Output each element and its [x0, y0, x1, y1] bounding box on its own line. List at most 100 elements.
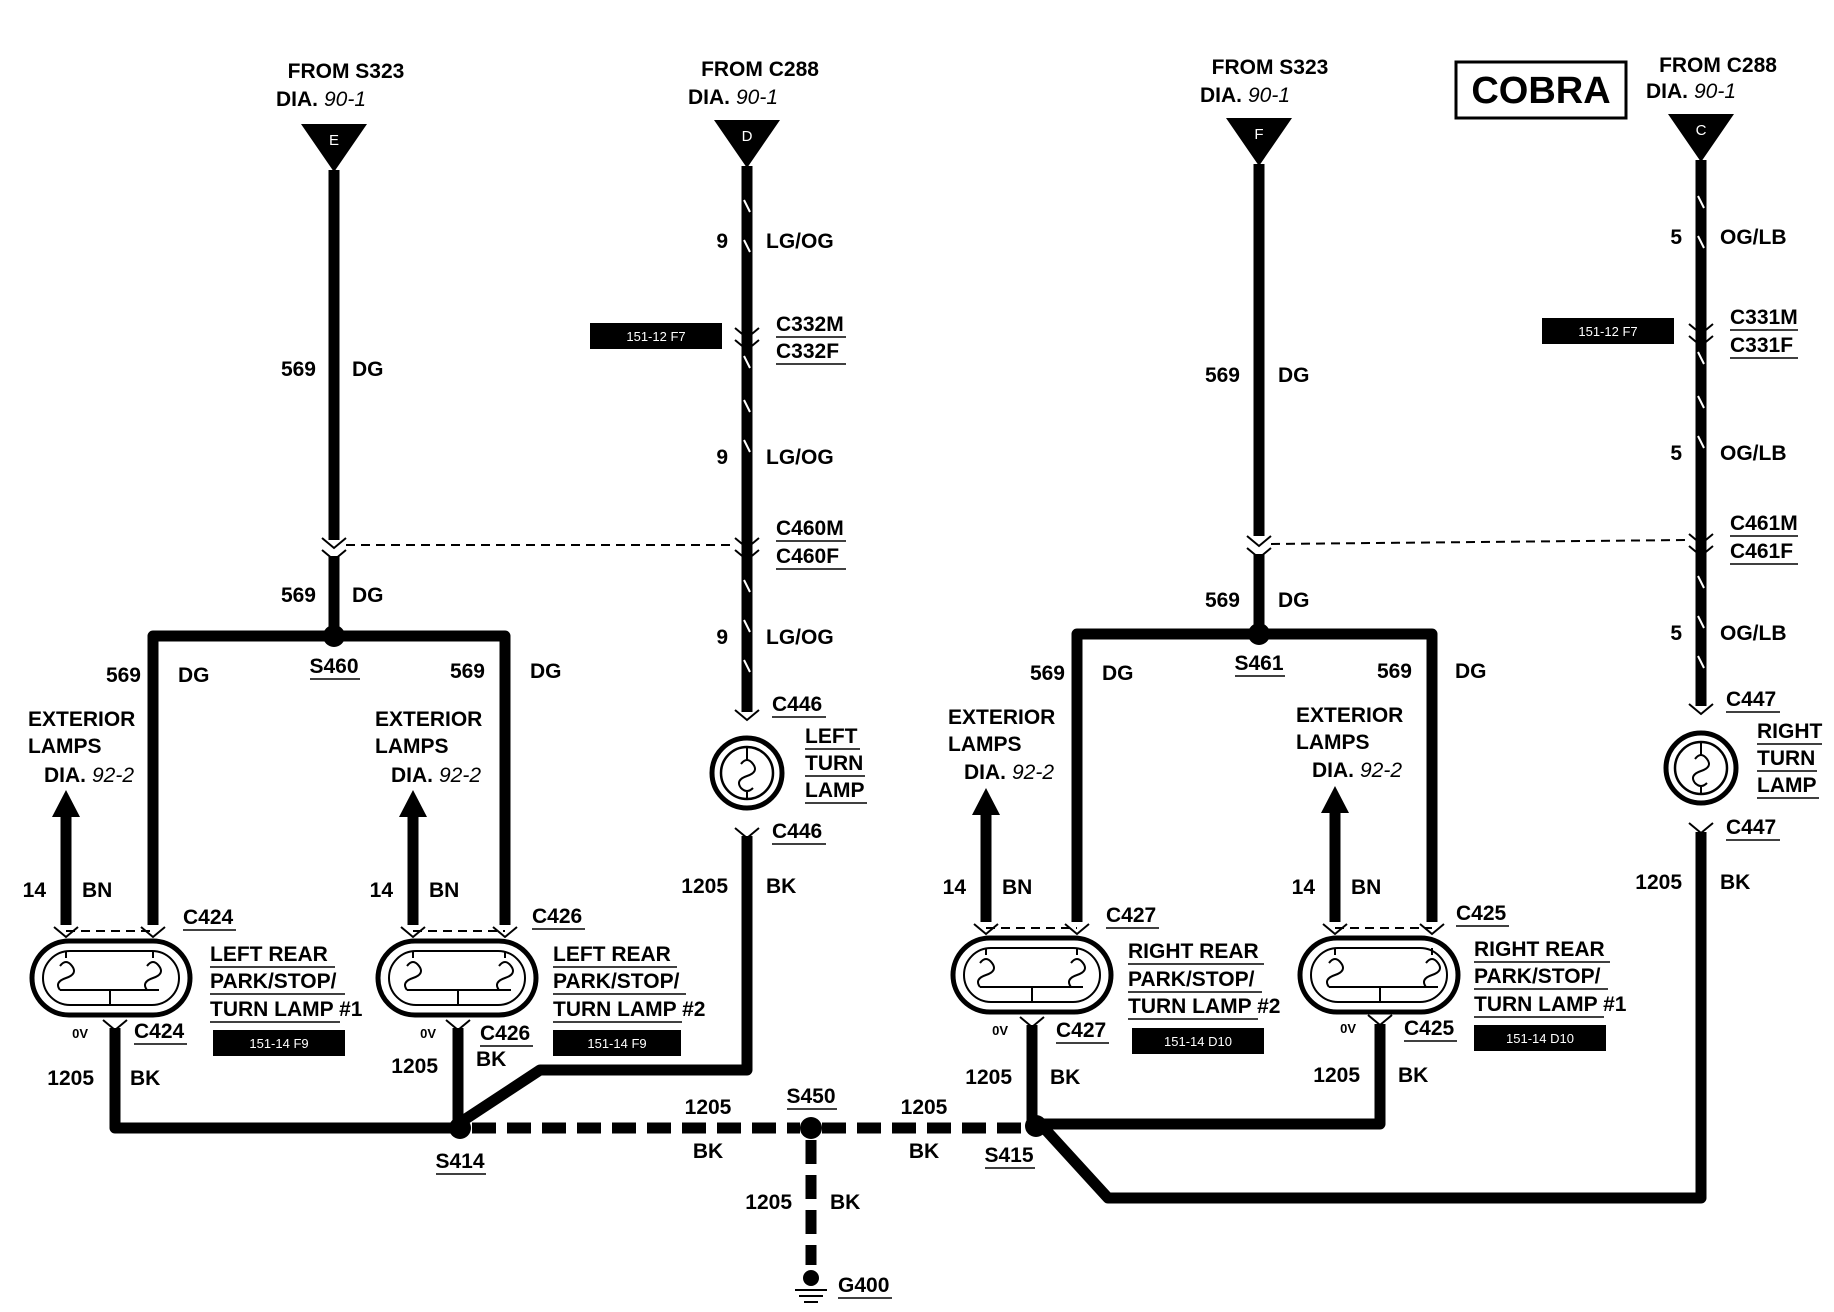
rr2-line1: RIGHT REAR: [1128, 940, 1259, 963]
wire-9-num-1: 9: [716, 230, 728, 253]
feed-c-dia-prefix: DIA.: [1646, 80, 1688, 103]
exterior-3-line1: EXTERIOR: [948, 706, 1055, 729]
wire-1205-lr1-color: BK: [130, 1067, 160, 1090]
arrow-up-icon: [1321, 786, 1349, 813]
exterior-2-dia-ref: 92-2: [439, 764, 481, 787]
feed-e-dia-ref: 90-1: [324, 88, 366, 111]
exterior-3-dia-prefix: DIA.: [964, 761, 1006, 784]
drop-num: 1205: [745, 1191, 792, 1214]
right-rear-lamp-2: RIGHT REAR PARK/STOP/ TURN LAMP #2 C427 …: [950, 904, 1280, 1054]
feed-e-from: FROM S323: [288, 60, 405, 83]
feed-e-letter: E: [329, 132, 339, 149]
drop-color: BK: [830, 1191, 860, 1214]
wire-9-color-2: LG/OG: [766, 446, 834, 469]
feed-c-dia-ref: 90-1: [1694, 80, 1736, 103]
wire-14-rr2-color: BN: [1002, 876, 1032, 899]
conn-c460m: C460M: [776, 517, 844, 540]
conn-c425-bottom: C425: [1404, 1017, 1455, 1040]
conn-c331m: C331M: [1730, 306, 1798, 329]
feed-e-dia-prefix: DIA.: [276, 88, 318, 111]
feed-c-letter: C: [1696, 122, 1707, 139]
wire-1205-rr1-color: BK: [1398, 1064, 1428, 1087]
feed-d: FROM C288 DIA. 90-1 D: [688, 58, 819, 168]
wire-5-num-3: 5: [1670, 622, 1682, 645]
wire-569-right-color-2: DG: [1278, 589, 1310, 612]
conn-c331f: C331F: [1730, 334, 1793, 357]
wire-1205-lt-color: BK: [766, 875, 796, 898]
lr2-line3: TURN LAMP #2: [553, 998, 705, 1021]
rr2-line2: PARK/STOP/: [1128, 968, 1255, 991]
wire-569-left-color: DG: [352, 358, 384, 381]
wire-569-left-num-2: 569: [281, 584, 316, 607]
conn-c446-top: C446: [772, 693, 822, 716]
conn-c447-top: C447: [1726, 688, 1776, 711]
exterior-lamps-ref-4: EXTERIOR LAMPS DIA. 92-2 14 BN: [1292, 704, 1403, 922]
exterior-2-dia-prefix: DIA.: [391, 764, 433, 787]
feed-e-triangle: [301, 124, 367, 172]
rr1-line2: PARK/STOP/: [1474, 965, 1601, 988]
wire-1205-rr2-num: 1205: [965, 1066, 1012, 1089]
exterior-3-line2: LAMPS: [948, 733, 1022, 756]
right-turn-lamp-line2: TURN: [1757, 747, 1815, 770]
splice-s414-dot: [449, 1117, 471, 1139]
cobra-badge: COBRA: [1471, 70, 1610, 112]
ground-g400-icon: [795, 1270, 827, 1303]
conn-c447-bottom: C447: [1726, 816, 1776, 839]
conn-c426-top: C426: [532, 905, 582, 928]
arrow-up-icon: [399, 790, 427, 817]
exterior-4-line1: EXTERIOR: [1296, 704, 1403, 727]
feed-f-from: FROM S323: [1212, 56, 1329, 79]
wire-569-lb2-color: DG: [530, 660, 562, 683]
wire-569-lb1-num: 569: [106, 664, 141, 687]
wire-1205-rr1-ground: [1044, 1024, 1386, 1130]
feed-c-triangle: [1668, 114, 1734, 162]
exterior-1-line1: EXTERIOR: [28, 708, 135, 731]
feed-f-triangle: [1226, 118, 1292, 166]
wire-5-num-2: 5: [1670, 442, 1682, 465]
conn-c461f: C461F: [1730, 540, 1793, 563]
wire-569-left-num: 569: [281, 358, 316, 381]
c332-connector-symbol: [734, 327, 760, 352]
wire-9-num-3: 9: [716, 626, 728, 649]
conn-c461m: C461M: [1730, 512, 1798, 535]
wire-569-right-num: 569: [1205, 364, 1240, 387]
lr1-line1: LEFT REAR: [210, 943, 328, 966]
loc-tag-f9-left: 151-14 F9: [249, 1036, 308, 1051]
conn-c332m: C332M: [776, 313, 844, 336]
ground-g400-label: G400: [838, 1274, 889, 1297]
wire-569-rb1-num: 569: [1030, 662, 1065, 685]
splice-s415-label: S415: [984, 1144, 1033, 1167]
splice-s415-dot: [1025, 1115, 1047, 1137]
wire-1205-lt-num: 1205: [681, 875, 728, 898]
left-rear-lamp-2: LEFT REAR PARK/STOP/ TURN LAMP #2 C426 1…: [375, 905, 705, 1071]
lr1-line3: TURN LAMP #1: [210, 998, 363, 1021]
wire-569-rb2-color: DG: [1455, 660, 1487, 683]
wire-1205-lr1-ground: [109, 1028, 461, 1134]
wire-569-right-branch-1: [1071, 628, 1259, 922]
bus-left-num: 1205: [685, 1096, 732, 1119]
bus-right-num: 1205: [901, 1096, 948, 1119]
wire-1205-lr1-num: 1205: [47, 1067, 94, 1090]
exterior-1-line2: LAMPS: [28, 735, 102, 758]
wire-5-color-2: OG/LB: [1720, 442, 1787, 465]
feed-d-from: FROM C288: [701, 58, 819, 81]
loc-tag-f7-right: [1542, 318, 1674, 344]
left-turn-lamp-line1: LEFT: [805, 725, 858, 748]
conn-c446-bottom: C446: [772, 820, 822, 843]
exterior-3-dia-ref: 92-2: [1012, 761, 1054, 784]
loc-tag-f7-left: [590, 323, 722, 349]
feed-c: FROM C288 DIA. 90-1 C: [1646, 54, 1777, 162]
c461-dashed-link: [1270, 539, 1690, 545]
wire-9-color-3: LG/OG: [766, 626, 834, 649]
wire-569-right-color: DG: [1278, 364, 1310, 387]
bus-right-color: BK: [909, 1140, 939, 1163]
rr2-zero-volt: 0V: [992, 1023, 1008, 1038]
feed-f-dia-prefix: DIA.: [1200, 84, 1242, 107]
lr1-line2: PARK/STOP/: [210, 970, 337, 993]
lr2-line2: PARK/STOP/: [553, 970, 680, 993]
exterior-lamps-ref-1: EXTERIOR LAMPS DIA. 92-2 14 BN: [23, 708, 135, 925]
exterior-1-dia-ref: 92-2: [92, 764, 134, 787]
right-turn-lamp-line3: LAMP: [1757, 774, 1817, 797]
loc-tag-d10-left: 151-14 D10: [1164, 1034, 1232, 1049]
wire-14-lr2-num: 14: [370, 879, 394, 902]
